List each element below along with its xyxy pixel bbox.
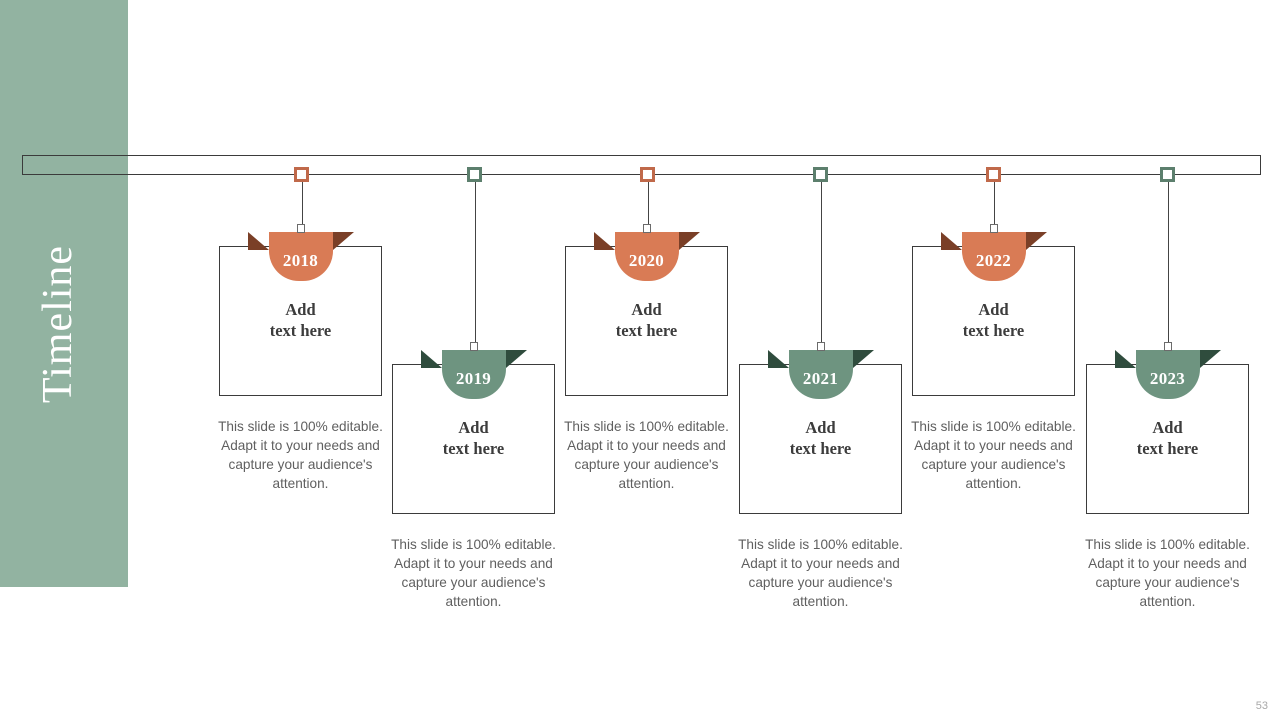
ribbon-clip-icon xyxy=(989,224,998,233)
card-text-line-1: Add xyxy=(631,300,662,319)
ribbon-tail-right xyxy=(332,232,354,250)
year-label: 2022 xyxy=(975,251,1012,270)
card-text-line-2: text here xyxy=(1136,439,1199,458)
ribbon-tail-left xyxy=(940,232,962,250)
milestone-description: This slide is 100% editable. Adapt it to… xyxy=(218,419,383,491)
year-label: 2019 xyxy=(455,369,492,388)
card-text-line-1: Add xyxy=(285,300,316,319)
card-text-line-1: Add xyxy=(458,418,489,437)
ribbon-clip-icon xyxy=(642,224,651,233)
card-text-line-2: text here xyxy=(789,439,852,458)
card-placeholder-text: Add text here xyxy=(913,299,1074,341)
ribbon-tail-left xyxy=(1114,350,1136,368)
ribbon-tail-right xyxy=(505,350,527,368)
milestone-description: This slide is 100% editable. Adapt it to… xyxy=(391,537,556,609)
ribbon-tail-right xyxy=(1025,232,1047,250)
card-text-line-2: text here xyxy=(442,439,505,458)
ribbon-clip-icon xyxy=(1163,342,1172,351)
card-text-line-2: text here xyxy=(962,321,1025,340)
year-ribbon-badge: 2022 xyxy=(940,224,1047,281)
year-ribbon-badge: 2018 xyxy=(247,224,354,281)
year-ribbon-badge: 2021 xyxy=(767,342,874,399)
card-placeholder-text: Add text here xyxy=(220,299,381,341)
ribbon-tail-right xyxy=(1199,350,1221,368)
ribbon-tail-left xyxy=(420,350,442,368)
milestone-description: This slide is 100% editable. Adapt it to… xyxy=(911,419,1076,491)
card-placeholder-text: Add text here xyxy=(566,299,727,341)
milestone-connector-line xyxy=(301,182,303,231)
year-label: 2018 xyxy=(282,251,319,270)
year-ribbon-badge: 2019 xyxy=(420,342,527,399)
card-placeholder-text: Add text here xyxy=(740,417,901,459)
ribbon-body xyxy=(614,232,679,281)
ribbon-clip-icon xyxy=(816,342,825,351)
ribbon-tail-left xyxy=(767,350,789,368)
timeline-marker-2022[interactable] xyxy=(986,167,1001,182)
year-ribbon-badge: 2020 xyxy=(593,224,700,281)
card-text-line-1: Add xyxy=(805,418,836,437)
milestone-connector-line xyxy=(1167,182,1169,349)
timeline-marker-2021[interactable] xyxy=(813,167,828,182)
ribbon-body xyxy=(268,232,333,281)
ribbon-body xyxy=(441,350,506,399)
card-text-line-2: text here xyxy=(615,321,678,340)
ribbon-tail-left xyxy=(593,232,615,250)
milestone-connector-line xyxy=(820,182,822,349)
year-label: 2020 xyxy=(628,251,665,270)
milestone-connector-line xyxy=(993,182,995,231)
milestone-connector-line xyxy=(647,182,649,231)
timeline-marker-2019[interactable] xyxy=(467,167,482,182)
ribbon-clip-icon xyxy=(296,224,305,233)
card-text-line-2: text here xyxy=(269,321,332,340)
ribbon-body xyxy=(1135,350,1200,399)
year-label: 2021 xyxy=(802,369,839,388)
ribbon-tail-right xyxy=(852,350,874,368)
milestone-connector-line xyxy=(474,182,476,349)
ribbon-tail-right xyxy=(678,232,700,250)
ribbon-tail-left xyxy=(247,232,269,250)
milestone-description: This slide is 100% editable. Adapt it to… xyxy=(564,419,729,491)
ribbon-body xyxy=(961,232,1026,281)
timeline-marker-2023[interactable] xyxy=(1160,167,1175,182)
card-text-line-1: Add xyxy=(1152,418,1183,437)
card-text-line-1: Add xyxy=(978,300,1009,319)
card-placeholder-text: Add text here xyxy=(1087,417,1248,459)
timeline-marker-2020[interactable] xyxy=(640,167,655,182)
sidebar-accent-panel: Timeline xyxy=(0,0,128,587)
year-ribbon-badge: 2023 xyxy=(1114,342,1221,399)
milestone-description: This slide is 100% editable. Adapt it to… xyxy=(1085,537,1250,609)
milestone-description: This slide is 100% editable. Adapt it to… xyxy=(738,537,903,609)
card-placeholder-text: Add text here xyxy=(393,417,554,459)
ribbon-body xyxy=(788,350,853,399)
page-title: Timeline xyxy=(35,244,81,404)
year-label: 2023 xyxy=(1149,369,1186,388)
timeline-marker-2018[interactable] xyxy=(294,167,309,182)
page-number: 53 xyxy=(1255,700,1268,712)
ribbon-clip-icon xyxy=(469,342,478,351)
